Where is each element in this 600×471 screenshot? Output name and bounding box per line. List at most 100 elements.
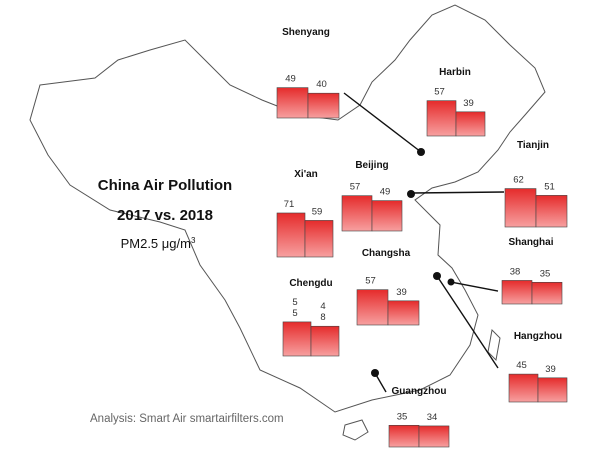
value-line: 57 xyxy=(434,87,445,98)
value-line: 62 xyxy=(513,175,524,186)
title-line-2: 2017 vs. 2018 xyxy=(117,207,213,224)
bar-shanghai-2018 xyxy=(531,281,563,305)
value-line: 4 xyxy=(320,301,325,312)
bar-guangzhou-2017 xyxy=(388,424,420,448)
title-line-1: China Air Pollution xyxy=(98,177,232,194)
connector-shenyang xyxy=(343,92,422,153)
marker-shenyang xyxy=(417,148,425,156)
value-label-shenyang-2017: 49 xyxy=(285,74,296,85)
bar-xian-2017 xyxy=(276,212,306,258)
city-label-beijing: Beijing xyxy=(355,160,388,171)
value-label-tianjin-2017: 62 xyxy=(513,175,524,186)
value-line: 5 xyxy=(292,308,297,319)
city-chart-shenyang: Shenyang 49 40 xyxy=(276,27,340,119)
credit-line: Analysis: Smart Air smartairfilters.com xyxy=(90,413,284,425)
value-line: 5 xyxy=(292,297,297,308)
value-line: 34 xyxy=(427,412,438,423)
value-label-shenyang-2018: 40 xyxy=(316,79,327,90)
value-label-beijing-2018: 49 xyxy=(380,187,391,198)
value-label-xian-2017: 71 xyxy=(284,199,295,210)
value-line: 45 xyxy=(516,360,527,371)
bar-shenyang-2018 xyxy=(307,92,340,119)
value-line: 59 xyxy=(312,206,323,217)
city-label-shenyang: Shenyang xyxy=(282,27,330,38)
value-label-beijing-2017: 57 xyxy=(350,182,361,193)
subtitle: PM2.5 μg/m3 xyxy=(121,236,196,251)
city-label-chengdu: Chengdu xyxy=(289,278,332,289)
city-label-guangzhou: Guangzhou xyxy=(392,386,447,397)
city-chart-hangzhou: Hangzhou 45 39 xyxy=(508,331,568,403)
value-line: 8 xyxy=(320,312,325,323)
bar-chengdu-2017 xyxy=(282,321,312,357)
value-label-harbin-2018: 39 xyxy=(463,98,474,109)
connector-hangzhou xyxy=(436,275,499,369)
bar-guangzhou-2018 xyxy=(418,425,450,448)
bar-changsha-2018 xyxy=(387,300,420,326)
bar-hangzhou-2017 xyxy=(508,373,539,403)
city-label-harbin: Harbin xyxy=(439,67,471,78)
value-label-changsha-2017: 57 xyxy=(365,276,376,287)
value-label-guangzhou-2017: 35 xyxy=(397,411,408,422)
bar-xian-2018 xyxy=(304,220,334,258)
city-chart-xian: Xi'an 71 59 xyxy=(276,169,334,258)
bar-tianjin-2017 xyxy=(504,188,537,228)
city-chart-changsha: Changsha 57 39 xyxy=(356,248,420,326)
value-line: 39 xyxy=(463,98,474,109)
value-line: 49 xyxy=(285,74,296,85)
value-label-hangzhou-2017: 45 xyxy=(516,360,527,371)
city-chart-harbin: Harbin 57 39 xyxy=(426,67,486,137)
value-line: 57 xyxy=(350,182,361,193)
value-label-guangzhou-2018: 34 xyxy=(427,412,438,423)
marker-hangzhou xyxy=(433,272,441,280)
bar-shanghai-2017 xyxy=(501,280,533,305)
subtitle-text: PM2.5 μg/m xyxy=(121,236,191,251)
bar-beijing-2017 xyxy=(341,195,373,232)
bar-chengdu-2018 xyxy=(310,325,340,357)
hainan-island xyxy=(342,419,369,441)
city-chart-shanghai: Shanghai 38 35 xyxy=(501,237,563,305)
value-label-tianjin-2018: 51 xyxy=(544,181,555,192)
marker-beijing xyxy=(407,190,415,198)
connector-tianjin xyxy=(412,191,505,194)
bar-beijing-2018 xyxy=(371,200,403,232)
bar-shenyang-2017 xyxy=(276,87,309,119)
city-label-hangzhou: Hangzhou xyxy=(514,331,562,342)
marker-guangzhou xyxy=(371,369,379,377)
value-line: 39 xyxy=(396,287,407,298)
city-label-shanghai: Shanghai xyxy=(508,237,553,248)
value-line: 71 xyxy=(284,199,295,210)
value-label-changsha-2018: 39 xyxy=(396,287,407,298)
connectors xyxy=(343,92,505,393)
city-chart-beijing: Beijing 57 49 xyxy=(341,160,403,232)
value-label-shanghai-2018: 35 xyxy=(540,268,551,279)
city-chart-guangzhou: Guangzhou 35 34 xyxy=(388,386,450,448)
bar-harbin-2018 xyxy=(455,111,486,137)
bar-harbin-2017 xyxy=(426,100,457,137)
subtitle-superscript: 3 xyxy=(191,236,196,245)
value-line: 39 xyxy=(545,364,556,375)
taiwan-island xyxy=(487,328,501,362)
bar-changsha-2017 xyxy=(356,289,389,326)
value-line: 51 xyxy=(544,181,555,192)
value-line: 49 xyxy=(380,187,391,198)
city-label-changsha: Changsha xyxy=(362,248,411,259)
city-charts: Shenyang4940Harbin5739Tianjin6251Beijing… xyxy=(276,27,568,448)
city-label-xian: Xi'an xyxy=(294,169,318,180)
bar-tianjin-2018 xyxy=(535,195,568,228)
value-line: 40 xyxy=(316,79,327,90)
marker-shanghai xyxy=(447,278,455,286)
value-label-shanghai-2017: 38 xyxy=(510,266,521,277)
bar-hangzhou-2018 xyxy=(537,377,568,403)
value-line: 38 xyxy=(510,266,521,277)
city-label-tianjin: Tianjin xyxy=(517,140,549,151)
value-line: 35 xyxy=(397,411,408,422)
value-label-xian-2018: 59 xyxy=(312,206,323,217)
value-label-harbin-2017: 57 xyxy=(434,87,445,98)
value-line: 57 xyxy=(365,276,376,287)
connector-shanghai xyxy=(450,281,499,292)
value-line: 35 xyxy=(540,268,551,279)
